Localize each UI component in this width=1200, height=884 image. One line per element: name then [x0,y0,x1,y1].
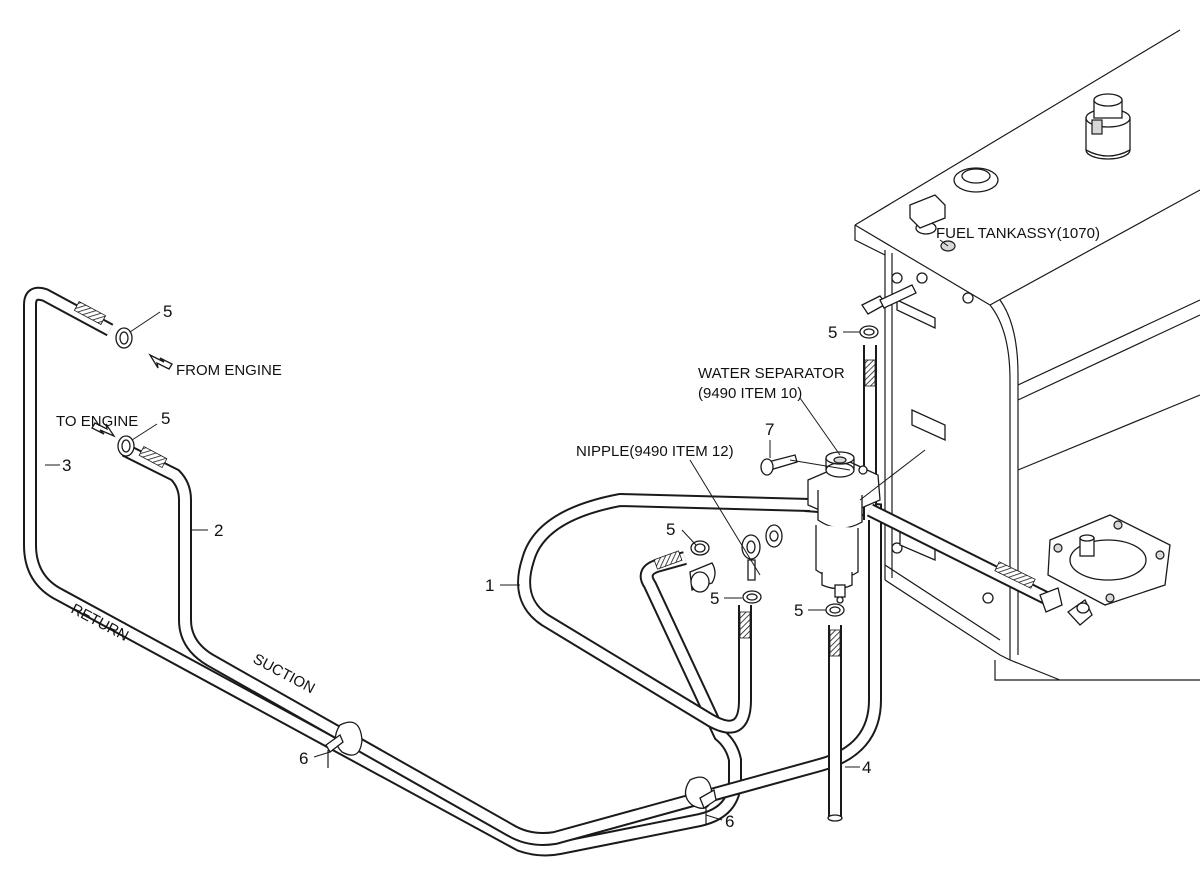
cable-ties [325,721,717,824]
item-number-3: 3 [62,456,71,475]
to-engine-arrow-icon [91,422,116,438]
item-number-5: 5 [161,409,170,428]
item-numbers: 5 5 3 2 1 4 6 6 7 5 5 5 5 [62,302,871,831]
item-number-5: 5 [163,302,172,321]
fuel-tank-label: FUEL TANKASSY(1070) [936,225,1100,242]
hose-clamps [115,325,879,617]
leader-lines [45,239,949,821]
hose-end-markings [73,301,1036,657]
item-number-5: 5 [794,601,803,620]
from-engine-label: FROM ENGINE [176,362,282,379]
to-engine-label: TO ENGINE [56,413,138,430]
item-number-5: 5 [828,323,837,342]
item-number-2: 2 [214,521,223,540]
hoses [23,286,1054,857]
fuel-tank [854,29,1200,681]
fittings [689,284,1093,626]
water-separator-item-label: (9490 ITEM 10) [698,385,802,402]
item-number-4: 4 [862,758,871,777]
nipple-label: NIPPLE(9490 ITEM 12) [576,443,734,460]
from-engine-arrow-icon [148,353,173,370]
item-number-1: 1 [485,576,494,595]
item-number-5: 5 [710,589,719,608]
direction-arrows [91,353,173,438]
item-number-6: 6 [725,812,734,831]
water-separator-label: WATER SEPARATOR [698,365,845,382]
callout-labels: FUEL TANKASSY(1070) WATER SEPARATOR (949… [56,225,1100,697]
water-separator [807,451,881,604]
item-number-7: 7 [765,420,774,439]
item-number-6: 6 [299,749,308,768]
item-number-5: 5 [666,520,675,539]
